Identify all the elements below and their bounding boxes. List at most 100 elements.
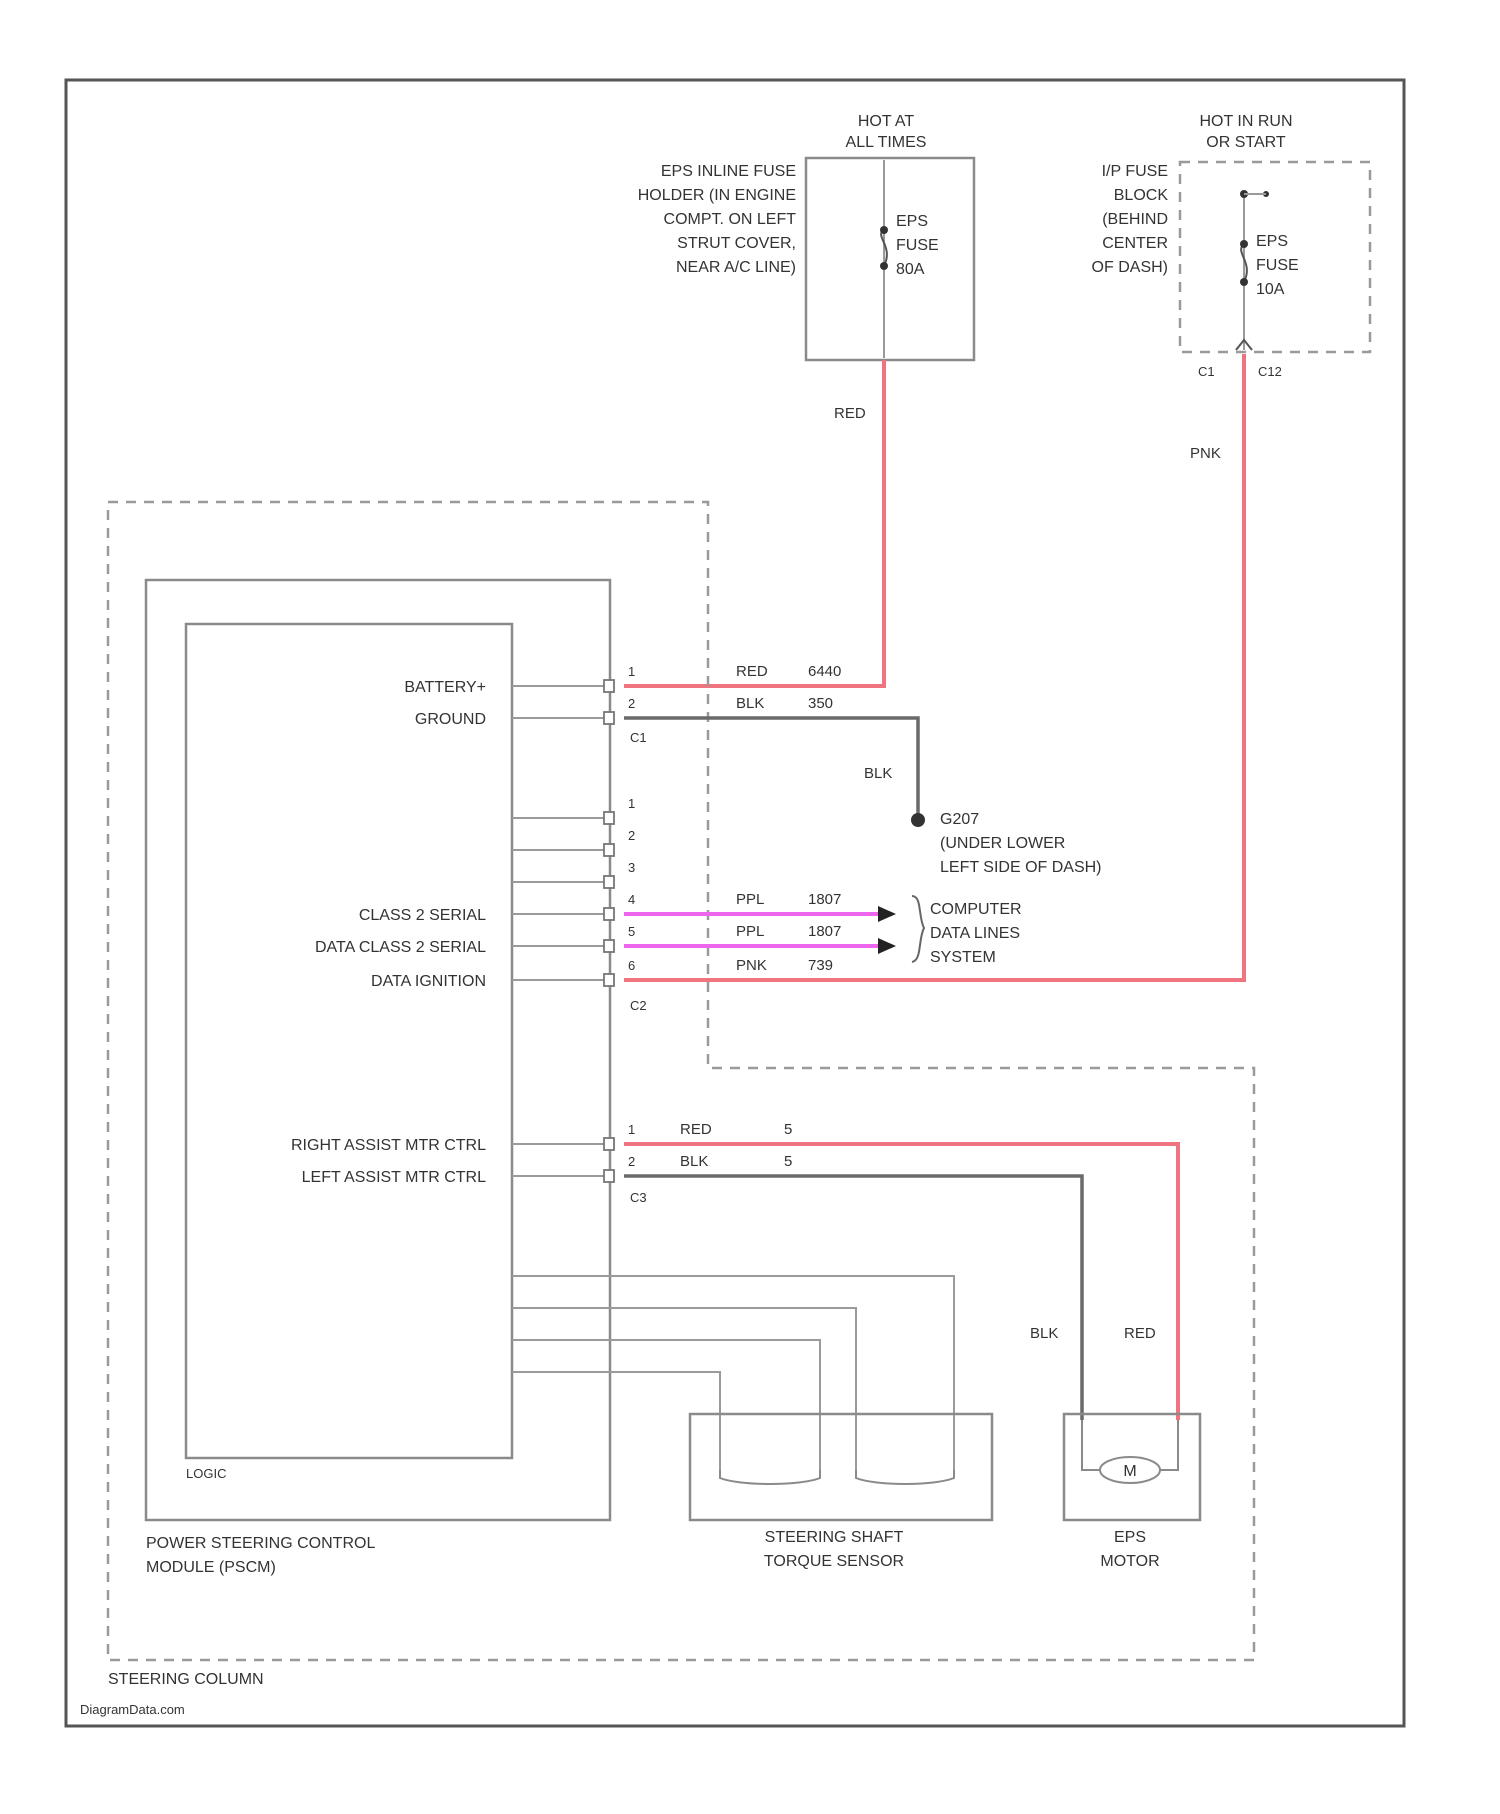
inline-fuse-location-4: STRUT COVER, xyxy=(677,235,796,252)
motor-drop-left-wire-color: BLK xyxy=(1030,1325,1058,1342)
c2-pin4-label: CLASS 2 SERIAL xyxy=(359,907,486,924)
torque-sensor-coil-1 xyxy=(720,1470,820,1484)
serial2-wire-circuit: 1807 xyxy=(808,923,841,940)
c2-pin5-terminal xyxy=(604,940,614,952)
c2-pin3-number: 3 xyxy=(628,860,635,875)
c2-connector-label: C2 xyxy=(630,998,647,1013)
ip-fuse-connector-c12: C12 xyxy=(1258,364,1282,379)
inline-fuse-label-2: FUSE xyxy=(896,237,939,254)
pscm-name-2: MODULE (PSCM) xyxy=(146,1559,276,1576)
ip-fuse-location-5: OF DASH) xyxy=(1092,259,1168,276)
data-system-label-3: SYSTEM xyxy=(930,949,996,966)
ip-fuse-location-1: I/P FUSE xyxy=(1102,163,1168,180)
c2-pin2-number: 2 xyxy=(628,828,635,843)
c2-pin4-terminal xyxy=(604,908,614,920)
steering-column-enclosure xyxy=(108,502,1254,1660)
c3-pin1-number: 1 xyxy=(628,1122,635,1137)
torque-sensor-lead-3 xyxy=(512,1340,820,1470)
motor-right-wire xyxy=(624,1144,1178,1420)
c1-pin2-label: GROUND xyxy=(415,711,486,728)
ignition-top-wire-color: PNK xyxy=(1190,445,1221,462)
data-system-brace xyxy=(912,896,924,962)
c2-pin6-number: 6 xyxy=(628,958,635,973)
ip-fuse-label-3: 10A xyxy=(1256,281,1285,298)
c2-pin6-label: DATA IGNITION xyxy=(371,973,486,990)
eps-motor-right-lead xyxy=(1160,1420,1178,1470)
serial-data-arrow-2 xyxy=(878,938,896,954)
ignition-wire-circuit: 739 xyxy=(808,957,833,974)
pscm-logic-label: LOGIC xyxy=(186,1466,226,1481)
ip-fuse-location-2: BLOCK xyxy=(1114,187,1169,204)
data-system-label-1: COMPUTER xyxy=(930,901,1022,918)
ground-wire-color: BLK xyxy=(736,695,764,712)
ground-point-g207 xyxy=(911,813,925,827)
c2-pin1-terminal xyxy=(604,812,614,824)
ground-wire-circuit: 350 xyxy=(808,695,833,712)
pscm-logic-box xyxy=(186,624,512,1458)
inline-fuse-location-2: HOLDER (IN ENGINE xyxy=(638,187,796,204)
inline-fuse-label-3: 80A xyxy=(896,261,925,278)
inline-fuse-label-1: EPS xyxy=(896,213,928,230)
motor-right-wire-circuit: 5 xyxy=(784,1121,792,1138)
ip-fuse-connector-c1: C1 xyxy=(1198,364,1215,379)
c3-pin2-label: LEFT ASSIST MTR CTRL xyxy=(302,1169,486,1186)
ground-point-label-2: (UNDER LOWER xyxy=(940,835,1065,852)
c2-pin6-terminal xyxy=(604,974,614,986)
torque-sensor-label-1: STEERING SHAFT xyxy=(765,1529,904,1546)
battery-wire-color: RED xyxy=(736,663,768,680)
always-hot-title-2: ALL TIMES xyxy=(846,134,927,151)
ignition-wire-color: PNK xyxy=(736,957,767,974)
c2-pin2-terminal xyxy=(604,844,614,856)
inline-fuse-holder-box xyxy=(806,158,974,360)
motor-left-wire-circuit: 5 xyxy=(784,1153,792,1170)
battery-top-wire-color: RED xyxy=(834,405,866,422)
inline-fuse-terminal-top xyxy=(880,226,888,234)
ground-point-label-1: G207 xyxy=(940,811,979,828)
c2-pin5-number: 5 xyxy=(628,924,635,939)
serial-data-arrow-1 xyxy=(878,906,896,922)
ip-fuse-label-1: EPS xyxy=(1256,233,1288,250)
eps-motor-left-lead xyxy=(1082,1420,1100,1470)
inline-fuse-location-3: COMPT. ON LEFT xyxy=(664,211,797,228)
torque-sensor-label-2: TORQUE SENSOR xyxy=(764,1553,904,1570)
motor-right-wire-color: RED xyxy=(680,1121,712,1138)
torque-sensor-lead-2 xyxy=(512,1308,856,1470)
inline-fuse-location-1: EPS INLINE FUSE xyxy=(661,163,796,180)
ip-fuse-location-4: CENTER xyxy=(1102,235,1168,252)
run-start-title-1: HOT IN RUN xyxy=(1199,113,1292,130)
c1-pin2-terminal xyxy=(604,712,614,724)
motor-left-wire-color: BLK xyxy=(680,1153,708,1170)
pscm-outer-box xyxy=(146,580,610,1520)
c3-pin2-number: 2 xyxy=(628,1154,635,1169)
c2-pin3-terminal xyxy=(604,876,614,888)
battery-wire-circuit: 6440 xyxy=(808,663,841,680)
run-start-title-2: OR START xyxy=(1206,134,1286,151)
c2-pin1-number: 1 xyxy=(628,796,635,811)
eps-motor-symbol-letter: M xyxy=(1123,1463,1136,1480)
eps-motor-label-2: MOTOR xyxy=(1100,1553,1159,1570)
motor-left-wire xyxy=(624,1176,1082,1420)
c3-pin2-terminal xyxy=(604,1170,614,1182)
ip-fuse-terminal-top xyxy=(1240,240,1248,248)
watermark: DiagramData.com xyxy=(80,1702,185,1717)
c1-pin1-terminal xyxy=(604,680,614,692)
motor-drop-right-wire-color: RED xyxy=(1124,1325,1156,1342)
ip-fuse-location-3: (BEHIND xyxy=(1102,211,1168,228)
always-hot-title-1: HOT AT xyxy=(858,113,915,130)
c1-connector-label: C1 xyxy=(630,730,647,745)
steering-column-label: STEERING COLUMN xyxy=(108,1671,264,1688)
c1-pin1-label: BATTERY+ xyxy=(404,679,486,696)
c1-pin2-number: 2 xyxy=(628,696,635,711)
inline-fuse-terminal-bottom xyxy=(880,262,888,270)
eps-motor-label-1: EPS xyxy=(1114,1529,1146,1546)
serial1-wire-color: PPL xyxy=(736,891,764,908)
c2-pin5-label: DATA CLASS 2 SERIAL xyxy=(315,939,486,956)
diagram-frame xyxy=(66,80,1404,1726)
torque-sensor-box xyxy=(690,1414,992,1520)
serial1-wire-circuit: 1807 xyxy=(808,891,841,908)
ground-drop-wire-color: BLK xyxy=(864,765,892,782)
torque-sensor-coil-2 xyxy=(856,1470,954,1484)
c3-pin1-label: RIGHT ASSIST MTR CTRL xyxy=(291,1137,486,1154)
c2-pin4-number: 4 xyxy=(628,892,635,907)
